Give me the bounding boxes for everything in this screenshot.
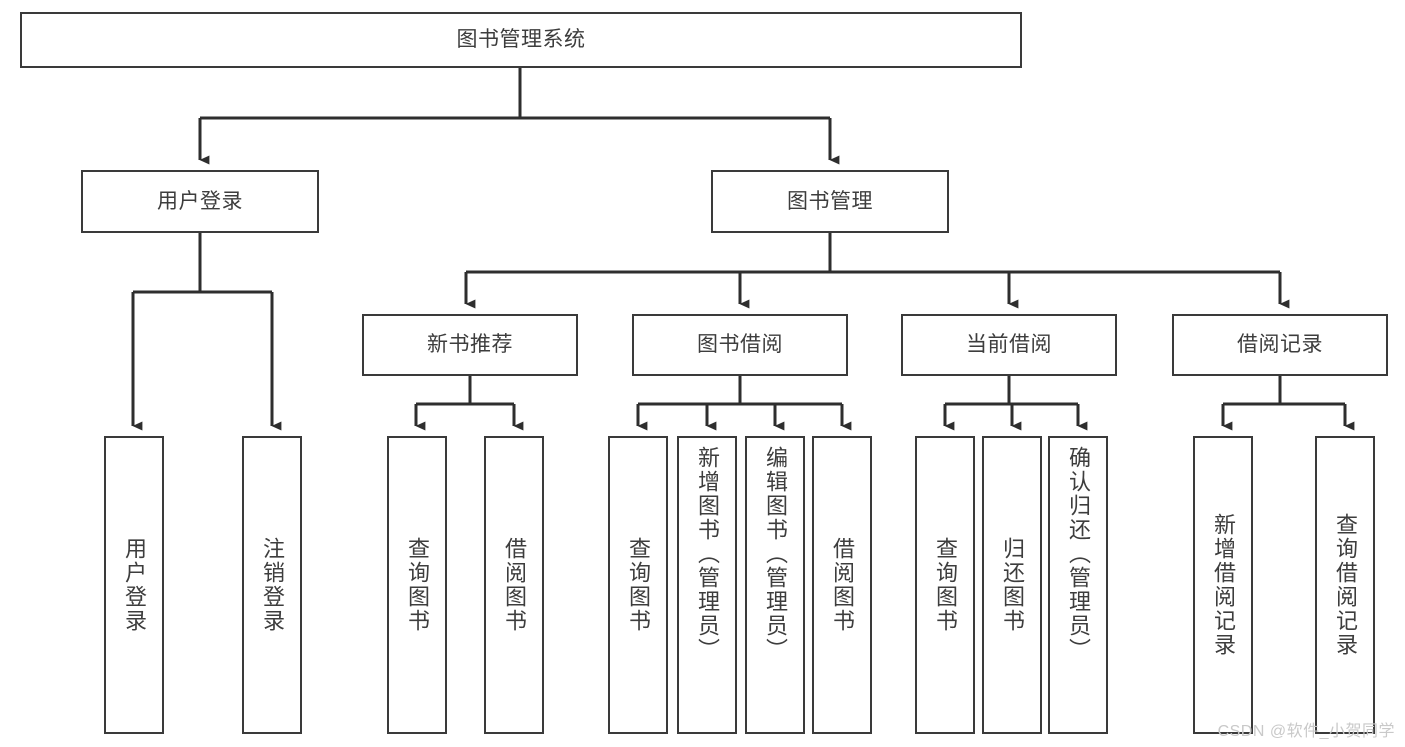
node-label: 确认归还（管理员） [1066,446,1091,662]
node-new-book-recommend[interactable]: 新书推荐 [362,314,578,376]
node-leaf-borrow-book-1[interactable]: 借阅图书 [484,436,544,734]
node-label: 归还图书 [1000,537,1025,633]
node-leaf-borrow-book-2[interactable]: 借阅图书 [812,436,872,734]
node-label: 用户登录 [157,189,243,213]
node-leaf-edit-book-admin[interactable]: 编辑图书（管理员） [745,436,805,734]
node-label: 用户登录 [122,537,147,633]
node-leaf-logout[interactable]: 注销登录 [242,436,302,734]
node-label: 编辑图书（管理员） [763,446,788,662]
node-book-manage[interactable]: 图书管理 [711,170,949,233]
node-user-login[interactable]: 用户登录 [81,170,319,233]
node-borrow-record[interactable]: 借阅记录 [1172,314,1388,376]
node-leaf-return-book[interactable]: 归还图书 [982,436,1042,734]
node-leaf-confirm-return-admin[interactable]: 确认归还（管理员） [1048,436,1108,734]
node-leaf-query-book-3[interactable]: 查询图书 [915,436,975,734]
node-label: 图书管理 [787,189,873,213]
node-leaf-add-borrow-record[interactable]: 新增借阅记录 [1193,436,1253,734]
node-leaf-add-book-admin[interactable]: 新增图书（管理员） [677,436,737,734]
node-current-borrow[interactable]: 当前借阅 [901,314,1117,376]
node-leaf-query-borrow-record[interactable]: 查询借阅记录 [1315,436,1375,734]
csdn-watermark: CSDN @软件_小贺同学 [1217,723,1395,740]
node-label: 图书管理系统 [456,28,586,52]
node-leaf-query-book-1[interactable]: 查询图书 [387,436,447,734]
node-label: 注销登录 [260,537,285,633]
node-book-borrow[interactable]: 图书借阅 [632,314,848,376]
node-label: 借阅图书 [830,537,855,633]
node-label: 当前借阅 [966,333,1052,357]
node-label: 查询图书 [626,537,651,633]
node-label: 借阅记录 [1237,333,1323,357]
node-label: 新书推荐 [427,333,513,357]
node-label: 图书借阅 [697,333,783,357]
node-label: 借阅图书 [502,537,527,633]
node-label: 新增借阅记录 [1211,513,1236,657]
node-leaf-query-book-2[interactable]: 查询图书 [608,436,668,734]
node-label: 查询图书 [405,537,430,633]
node-label: 查询借阅记录 [1333,513,1358,657]
node-root-system[interactable]: 图书管理系统 [20,12,1022,68]
node-label: 查询图书 [933,537,958,633]
node-leaf-user-login[interactable]: 用户登录 [104,436,164,734]
node-label: 新增图书（管理员） [695,446,720,662]
